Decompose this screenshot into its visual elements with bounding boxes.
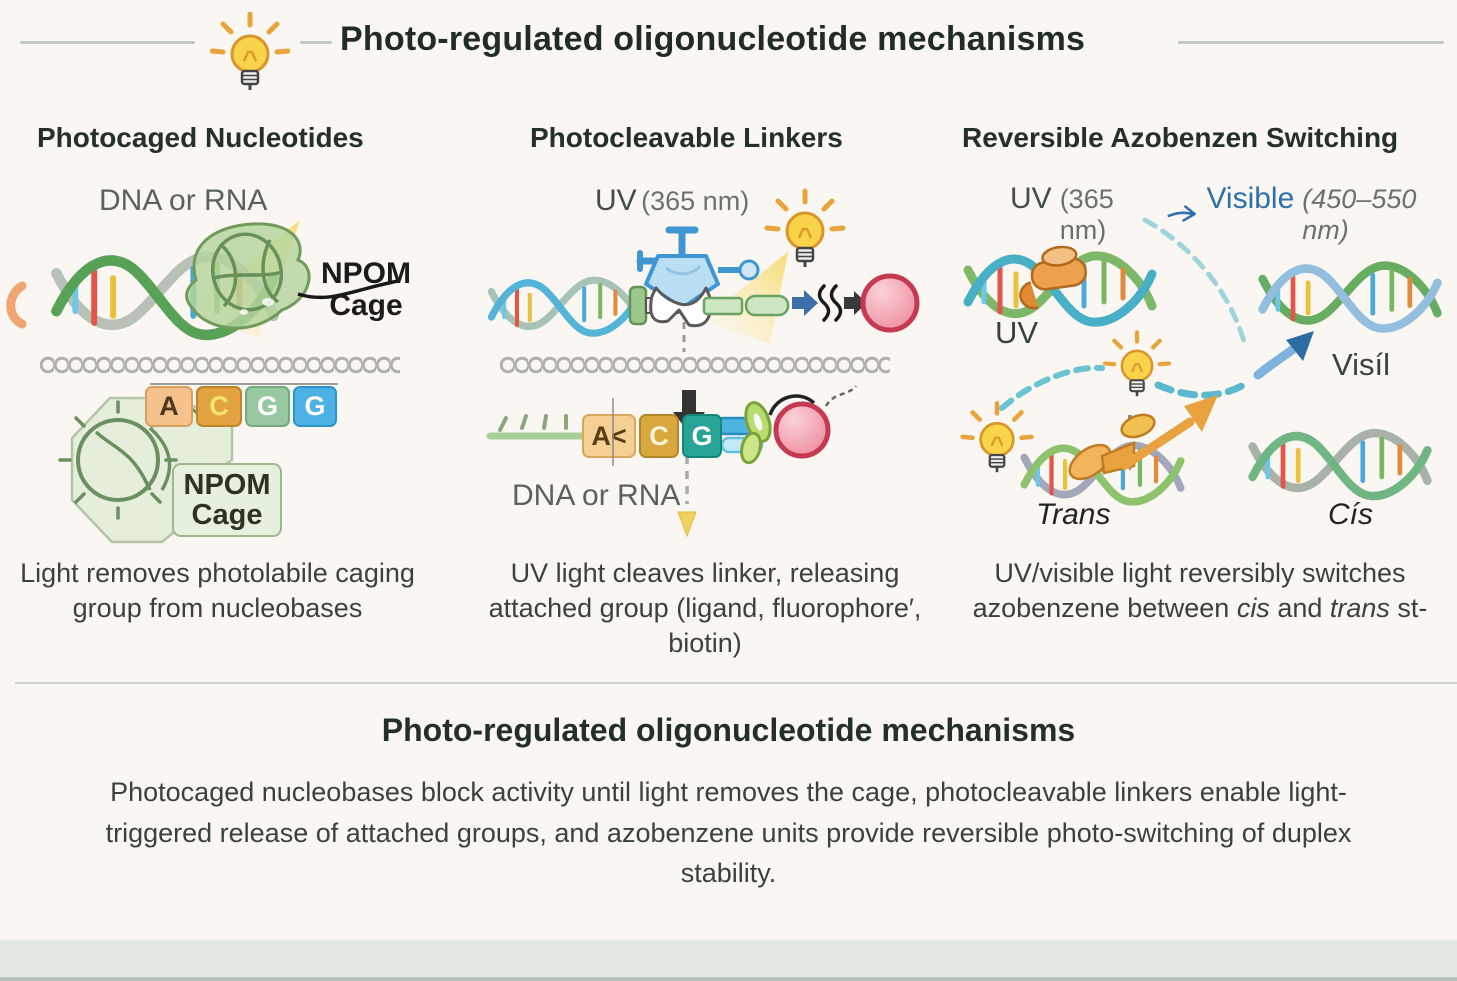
attached-group-ball [773, 401, 831, 459]
section-divider [15, 682, 1457, 684]
panel3-wavelength-row: UV (365 nm) Visible (450–550 nm) [1010, 182, 1417, 245]
page-title: Photo-regulated oligonucleotide mechanis… [340, 20, 1086, 58]
visible-small-label: Visíl [1332, 347, 1391, 382]
base-c: C [196, 386, 242, 427]
footer-band [0, 940, 1457, 977]
base-a: A< [582, 414, 636, 458]
footer-edge [0, 977, 1457, 981]
dna-coil [500, 352, 890, 378]
base-g2: G [293, 386, 337, 427]
panel2-title: Photocleavable Linkers [530, 122, 843, 153]
lightbulb-icon [767, 191, 843, 267]
sequence-blocks: A< C G [582, 414, 722, 458]
panel2-dna-label: DNA or RNA [512, 479, 681, 512]
uv-small-label: UV [995, 315, 1039, 350]
header-rule-left [20, 41, 195, 44]
panel2-caption: UV light cleaves linker, releasing attac… [488, 558, 922, 659]
npom-cage-blob [185, 222, 311, 330]
arrow-right-icon [1167, 205, 1197, 222]
lightbulb-icon [963, 403, 1032, 472]
released-group-ball [860, 273, 920, 333]
panel1-title: Photocaged Nucleotides [37, 122, 364, 153]
trans-label: Trans [1036, 498, 1111, 531]
sequence-blocks: A C G G [145, 386, 337, 427]
panel3-illustration [940, 217, 1457, 570]
npom-cage-box: NPOM Cage [172, 463, 282, 537]
light-beam [702, 252, 788, 344]
base-a: A [145, 386, 193, 427]
base-g: G [682, 414, 722, 458]
summary-body: Photocaged nucleobases block activity un… [105, 777, 1352, 888]
base-c: C [639, 414, 679, 458]
dna-coil [40, 352, 400, 378]
arrow-down-yellow-icon [677, 511, 697, 538]
panel2-illustration [486, 160, 920, 538]
biotin-leaf-icon [740, 401, 772, 465]
azobenzene-trans-on-helix [1019, 245, 1088, 310]
callout-line [297, 279, 399, 300]
panel3-title: Reversible Azobenzen Switching [962, 122, 1399, 153]
dna-helix-visible-icon [1263, 266, 1438, 329]
dna-helix-icon [491, 280, 638, 333]
header-rule-dash [300, 41, 332, 44]
base-g: G [245, 386, 290, 427]
panel2-uv-label: UV (365 nm) [595, 184, 750, 217]
release-squiggle-icon [817, 284, 843, 322]
summary-title: Photo-regulated oligonucleotide mechanis… [381, 712, 1076, 748]
lightbulb-icon [210, 12, 290, 104]
arrow-up-right-blue-icon [1286, 331, 1314, 361]
header-rule-right [1178, 41, 1444, 44]
cis-label: Cís [1328, 498, 1373, 531]
uv-path-dashes [999, 217, 1252, 411]
panel1-dna-label: DNA or RNA [99, 184, 268, 217]
linker-segments [702, 294, 790, 317]
arrow-right-icon [792, 290, 818, 316]
arrow-up-right-orange-icon [1184, 395, 1218, 432]
dna-helix-cis-icon [1253, 433, 1428, 496]
panel1-caption: Light removes photolabile caging group f… [20, 558, 415, 624]
npom-cage-callout: NPOM Cage [321, 257, 411, 323]
tick-line [612, 398, 614, 466]
arrow-right-dark-icon [844, 291, 867, 315]
panel3-caption: UV/visible light reversibly switches azo… [972, 558, 1428, 624]
